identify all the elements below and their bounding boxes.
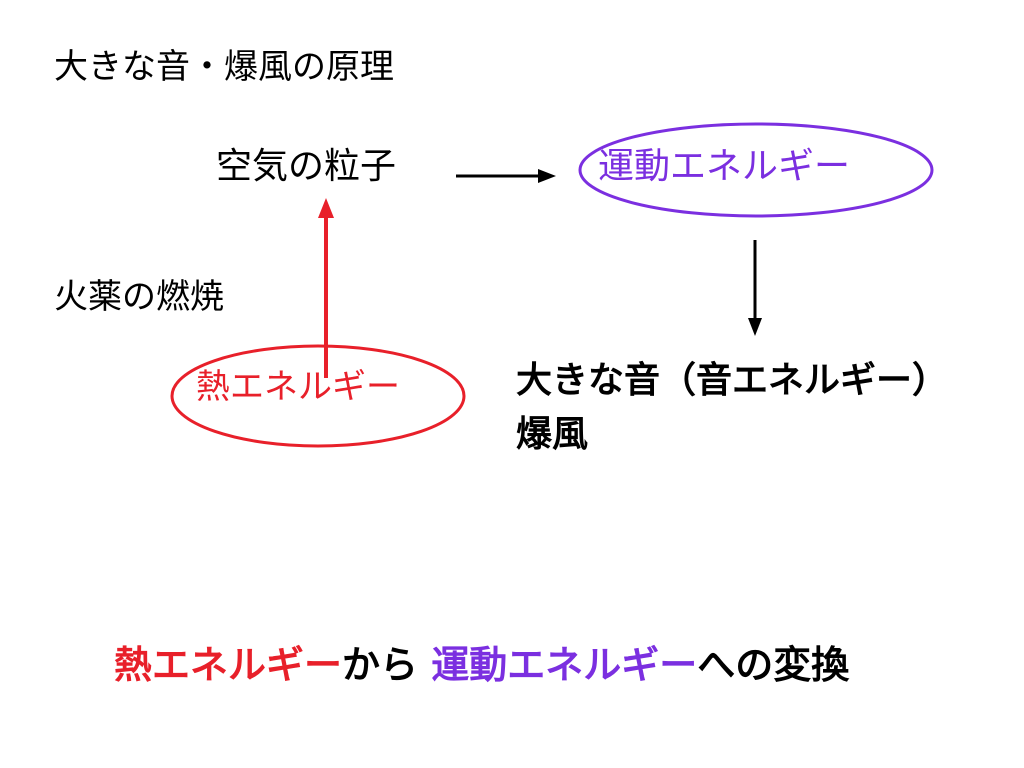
arrow-right	[456, 169, 556, 183]
loud-sound-label: 大きな音（音エネルギー）	[516, 360, 949, 401]
page-title: 大きな音・爆風の原理	[54, 47, 394, 87]
arrow-down	[748, 240, 762, 336]
combustion-label: 火薬の燃焼	[54, 277, 224, 317]
thermal-energy-ellipse	[170, 344, 466, 448]
thermal-energy-label: 熱エネルギー	[196, 367, 400, 407]
summary-line: 熱エネルギーから 運動エネルギーへの変換	[114, 643, 850, 688]
kinetic-energy-ellipse	[578, 122, 934, 218]
summary-conversion: への変換	[697, 643, 850, 687]
blast-label: 爆風	[516, 414, 589, 455]
arrow-up-red	[318, 198, 334, 378]
kinetic-energy-label: 運動エネルギー	[598, 146, 851, 187]
summary-thermal-energy: 熱エネルギー	[114, 643, 343, 687]
summary-from: から	[342, 643, 432, 687]
air-particles-label: 空気の粒子	[216, 146, 397, 187]
summary-kinetic-energy: 運動エネルギー	[431, 643, 698, 687]
